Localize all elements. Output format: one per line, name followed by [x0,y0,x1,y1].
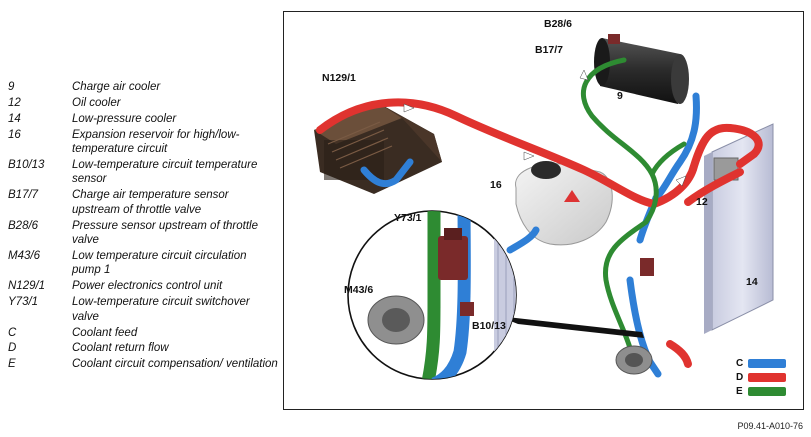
callout-y73-1: Y73/1 [394,212,422,224]
legend-row: Y73/1 Low-temperature circuit switchover … [8,295,278,324]
flow-arrows [403,69,687,187]
legend-code: D [8,342,17,355]
legend-description: Expansion reservoir for high/low-tempera… [72,128,240,156]
detail-leader [498,316,644,338]
flow-key-code: E [736,386,743,397]
flow-key-row: C [736,358,786,369]
coolant-return-lines [316,98,763,368]
legend-code: 16 [8,128,21,141]
legend-list: 9 Charge air cooler 12 Oil cooler 14 Low-pres… [8,80,278,373]
legend-description: Low temperature circuit circulation pump… [72,249,247,277]
legend-row: D Coolant return flow [8,341,278,355]
legend-description: Charge air cooler [72,81,161,93]
circulation-pump-small [615,345,653,375]
legend-code: E [8,358,16,371]
callout-12: 12 [696,196,708,208]
legend-row: 12 Oil cooler [8,96,278,110]
callout-16: 16 [490,179,502,191]
legend-code: N129/1 [8,280,46,293]
callout-14: 14 [746,276,758,288]
legend-row: B17/7 Charge air temperature sensor upstr… [8,188,278,217]
legend-row: B10/13 Low-temperature circuit temperatur… [8,158,278,187]
legend-description: Low-temperature circuit switchover valve [72,296,250,323]
legend-description: Oil cooler [72,96,121,109]
legend-description: Power electronics control unit [72,280,223,293]
legend-code: Y73/1 [8,296,39,309]
diagram-frame: B28/6 B17/7 N129/1 9 16 12 14 Y73/1 M43/… [283,11,804,410]
flow-key-swatch [748,359,786,368]
callout-n129-1: N129/1 [322,72,356,84]
legend-code: 12 [8,96,21,109]
legend-code: C [8,326,17,339]
flow-key-row: D [736,372,786,383]
legend-row: 16 Expansion reservoir for high/low-tempe… [8,128,278,157]
legend-code: B17/7 [8,189,39,202]
legend-description: Coolant return flow [72,342,169,355]
legend-row: B28/6 Pressure sensor upstream of throttl… [8,219,278,248]
legend-code: 9 [8,81,15,93]
legend-code: B10/13 [8,159,45,172]
flow-key-code: C [736,358,744,369]
callout-b10-13: B10/13 [472,320,506,332]
legend-description: Charge air temperature sensor upstream o… [72,189,229,216]
legend-row: 9 Charge air cooler [8,80,278,94]
coolant-circuit-illustration [314,34,774,380]
legend-description: Coolant circuit compensation/ ventilatio… [72,358,278,371]
legend-row: 14 Low-pressure cooler [8,112,278,126]
flow-key-row: E [736,386,786,397]
callout-9: 9 [617,90,623,102]
callout-b17-7: B17/7 [535,44,564,56]
power-electronics-unit [314,104,442,194]
low-pressure-cooler [704,123,774,334]
legend-row: C Coolant feed [8,326,278,340]
legend-description: Low-temperature circuit temperature sens… [72,159,258,186]
callout-b28-6: B28/6 [544,18,573,30]
charge-air-cooler [594,34,689,104]
flow-key-code: D [736,372,744,383]
flow-key-swatch [748,373,786,382]
legend-row: N129/1 Power electronics control unit [8,279,278,293]
legend-row: M43/6 Low temperature circuit circulation… [8,249,278,278]
legend-description: Low-pressure cooler [72,112,177,125]
detail-magnifier [347,210,517,380]
legend-code: M43/6 [8,249,40,262]
legend-code: B28/6 [8,219,39,232]
legend-row: E Coolant circuit compensation/ ventilati… [8,357,278,371]
legend-description: Coolant feed [72,326,138,339]
flow-key-swatch [748,387,786,396]
switchover-valve-small [640,258,654,276]
reference-code: P09.41-A010-76 [737,421,803,431]
legend-code: 14 [8,112,21,125]
legend-description: Pressure sensor upstream of throttle val… [72,219,258,247]
callout-m43-6: M43/6 [344,284,374,296]
